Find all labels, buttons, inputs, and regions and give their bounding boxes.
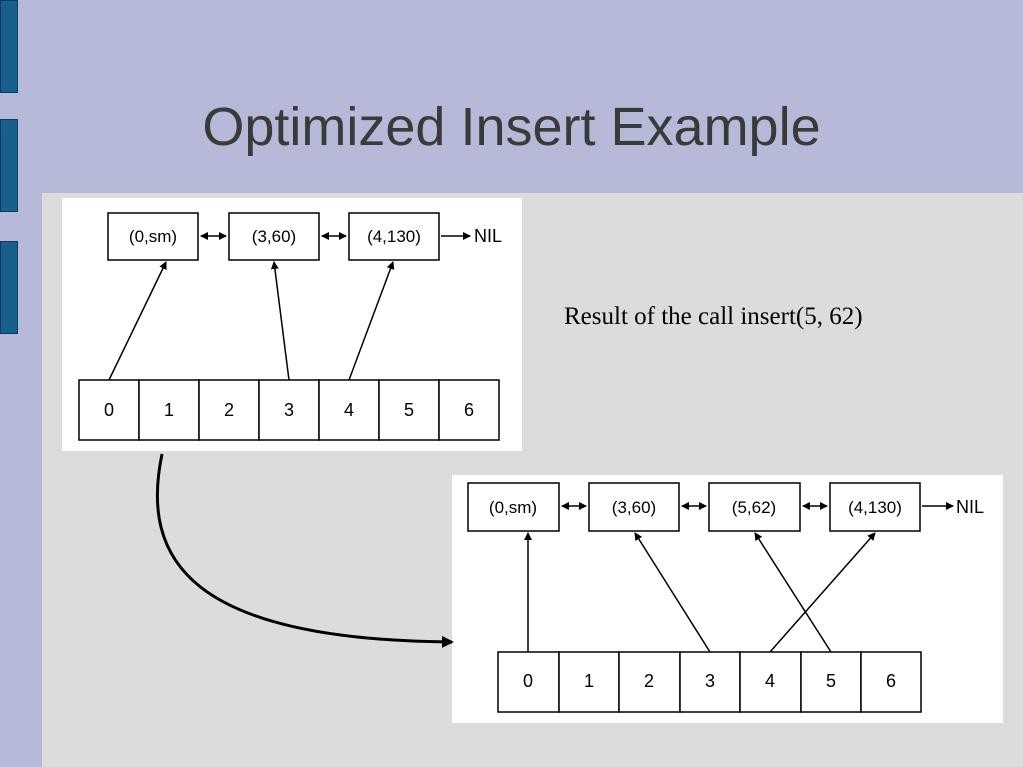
- pointer-arrow: [754, 532, 832, 653]
- pointer-arrow: [108, 261, 167, 381]
- nil-label: NIL: [474, 226, 502, 246]
- array-row: 0 1 2 3 4 5 6: [78, 379, 500, 441]
- array-cell-label: 5: [404, 400, 414, 420]
- array-cell-label: 0: [104, 400, 114, 420]
- array-cell-label: 1: [164, 400, 174, 420]
- list-node: (5,62): [708, 482, 801, 532]
- side-tab-2: [0, 119, 18, 212]
- list-node: (3,60): [228, 212, 320, 261]
- array-cell-label: 6: [886, 671, 896, 691]
- side-tab-1: [0, 0, 18, 93]
- array-cell-label: 2: [644, 671, 654, 691]
- diagram-after-panel: (0,sm) (3,60) (5,62) (4,130) NIL 0 1: [452, 475, 1003, 723]
- array-cell-label: 2: [224, 400, 234, 420]
- pointer-arrow: [270, 261, 290, 381]
- result-caption: Result of the call insert(5, 62): [564, 303, 863, 330]
- diagram-after: (0,sm) (3,60) (5,62) (4,130) NIL 0 1: [467, 482, 984, 713]
- node-label: (3,60): [612, 498, 656, 517]
- list-node: (0,sm): [467, 482, 560, 532]
- pointer-arrow: [769, 532, 876, 653]
- array-cell-label: 6: [464, 400, 474, 420]
- list-node: (0,sm): [107, 212, 199, 261]
- array-cell-label: 5: [826, 671, 836, 691]
- node-label: (0,sm): [129, 227, 177, 246]
- list-node: (4,130): [829, 482, 921, 532]
- slide-title: Optimized Insert Example: [202, 97, 821, 157]
- list-node: (4,130): [348, 212, 440, 261]
- node-label: (5,62): [732, 498, 776, 517]
- array-cell-label: 3: [284, 400, 294, 420]
- side-tab-3: [0, 241, 18, 334]
- list-node: (3,60): [588, 482, 680, 532]
- node-label: (4,130): [848, 498, 902, 517]
- array-cell-label: 1: [584, 671, 594, 691]
- node-label: (0,sm): [489, 498, 537, 517]
- nil-label: NIL: [956, 497, 984, 517]
- array-row: 0 1 2 3 4 5 6: [497, 651, 922, 713]
- array-cell-label: 3: [705, 671, 715, 691]
- diagram-before: (0,sm) (3,60) (4,130) NIL 0 1 2 3 4: [78, 212, 502, 441]
- diagram-before-panel: (0,sm) (3,60) (4,130) NIL 0 1 2 3 4: [62, 198, 522, 451]
- array-cell-label: 0: [523, 671, 533, 691]
- pointer-arrow: [634, 532, 711, 653]
- node-label: (4,130): [367, 227, 421, 246]
- array-cell-label: 4: [765, 671, 775, 691]
- pointer-arrow: [348, 261, 395, 381]
- array-cell-label: 4: [344, 400, 354, 420]
- node-label: (3,60): [252, 227, 296, 246]
